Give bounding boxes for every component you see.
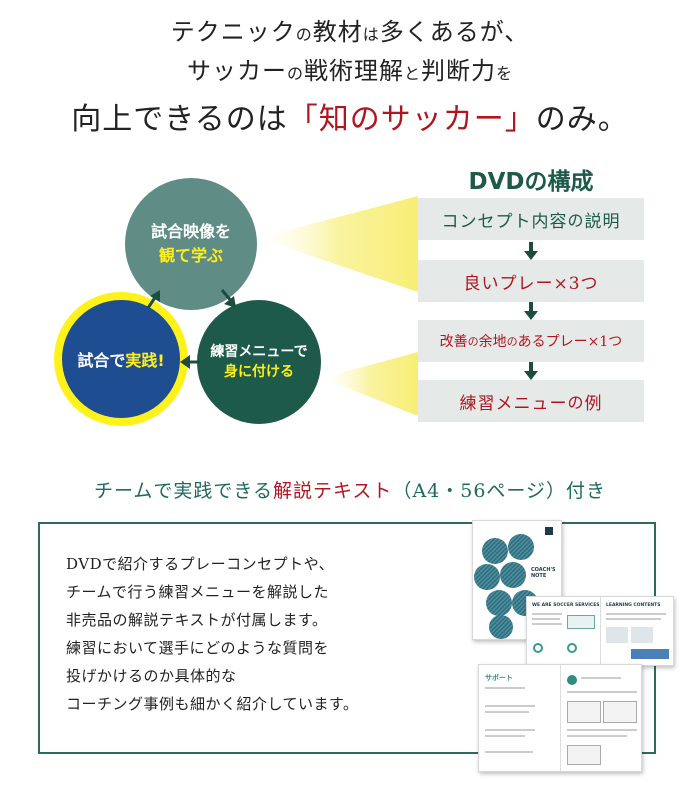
circle-apply-in-match: 試合で実践! [54,292,188,426]
dvd-item-particle: の [567,393,585,412]
circle-label-highlight: 身に付ける [224,364,294,380]
description-line: 練習において選手にどのような質問を [66,639,330,657]
down-arrow-icon [524,302,538,320]
headline-line-3: 向上できるのは「知のサッカー」のみ。 [0,96,700,144]
description-line: 非売品の解説テキストが付属します。 [66,611,328,629]
arrow-head [224,296,236,308]
description-line: 投げかけるのか具体的な [66,667,237,685]
headline-particle: は [362,25,380,44]
description-line: DVDで紹介するプレーコンセプトや、 [66,555,335,573]
circle-label-highlight: 実践! [125,351,165,370]
cycle-arrows [146,289,236,369]
headline-text: サッカー [186,57,287,85]
headline-text: 向上できるのは [71,102,288,137]
dvd-item-drill-example: 練習メニューの例 [418,380,644,422]
headline-text: 教材 [312,18,363,46]
headline-text: 判断力 [421,57,496,85]
circle-practice-drill: 練習メニューで 身に付ける [197,300,321,424]
section-title-highlight: 解説テキスト [273,480,393,502]
dvd-item-text: 練習メニュー [459,393,568,414]
dvd-item-text: あるプレー×1つ [517,334,623,350]
circle-label: 試合で実践! [77,347,164,371]
spotlight-beams [258,196,418,416]
headline-text: のみ。 [535,102,629,137]
headline: テクニックの教材は多くあるが、 サッカーの戦術理解と判断力を 向上できるのは「知… [0,14,700,144]
dvd-item-text: 余地 [478,334,507,350]
arrow-head [180,355,190,369]
dvd-item-concept: コンセプト内容の説明 [418,198,644,240]
dvd-item-good-plays: 良いプレー×3つ [418,260,644,302]
circle-watch-video: 試合映像を 観て学ぶ [125,178,257,310]
section-title-text: （A4・56ページ）付き [392,480,607,502]
circle-label: 練習メニューで [210,344,308,360]
learning-cycle-diagram: 試合映像を 観て学ぶ 練習メニューで 身に付ける 試合で実践! DVDの構成 コ… [0,140,700,440]
dvd-item-text: 良いプレー×3つ [463,273,599,294]
headline-particle: の [295,25,313,44]
headline-text: テクニック [170,18,296,46]
dvd-item-text: コンセプト内容 [441,211,568,232]
headline-text: 戦術理解 [303,57,404,85]
dvd-item-particle: の [567,211,585,230]
beam-upper [258,196,418,292]
headline-particle: と [403,64,421,83]
headline-text: 多くあるが、 [379,18,530,46]
textbook-description: DVDで紹介するプレーコンセプトや、 チームで行う練習メニューを解説した 非売品… [66,550,476,718]
textbook-section-title: チームで実践できる解説テキスト（A4・56ページ）付き [0,476,700,503]
beam-lower [322,352,418,416]
dvd-item-improvable-play: 改善の余地のあるプレー×1つ [418,320,644,362]
dvd-item-text: 例 [584,393,603,414]
headline-product-name: 「知のサッカー」 [287,102,536,137]
description-line: コーチング事例も細かく紹介しています。 [66,695,359,713]
headline-line-1: テクニックの教材は多くあるが、 [0,14,700,53]
textbook-description-box: DVDで紹介するプレーコンセプトや、 チームで行う練習メニューを解説した 非売品… [38,522,656,754]
headline-particle: の [286,64,304,83]
dvd-item-text: 説明 [584,211,621,232]
dvd-contents-title: DVDの構成 [468,169,594,195]
section-title-text: チームで実践できる [93,480,273,502]
circle-label-text: 試合で [77,351,126,370]
dvd-item-text: 改善 [439,334,468,350]
circle-label: 試合映像を [150,222,231,241]
dvd-item-particle: の [467,335,479,348]
dvd-item-particle: の [506,335,518,348]
circle-label-highlight: 観て学ぶ [158,246,223,265]
headline-particle: を [496,64,514,83]
arrow-head [150,290,160,302]
down-arrow-icon [524,362,538,380]
description-line: チームで行う練習メニューを解説した [66,583,330,601]
down-arrow-icon [524,242,538,260]
headline-line-2: サッカーの戦術理解と判断力を [0,53,700,92]
